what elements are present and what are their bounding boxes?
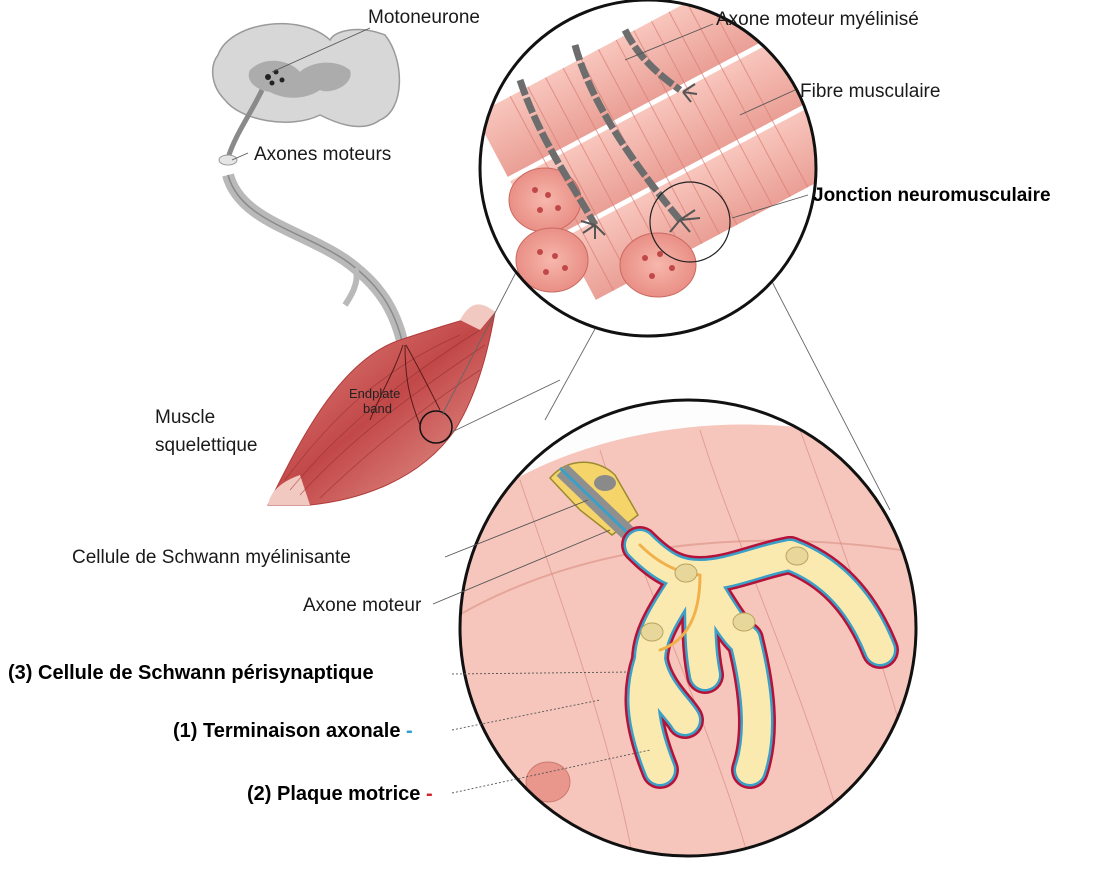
junction-detail-zoom — [420, 400, 960, 865]
label-jonction-neuromusculaire: Jonction neuromusculaire — [813, 186, 1051, 205]
muscle-fiber-zoom — [475, 0, 878, 336]
label-axone-moteur: Axone moteur — [303, 596, 421, 615]
label-muscle-line1: Muscle — [155, 408, 215, 427]
label-endplate-line2: band — [363, 402, 392, 416]
terminaison-axonale-marker: - — [406, 720, 413, 742]
label-motoneurone: Motoneurone — [368, 8, 480, 27]
terminaison-axonale-text: (1) Terminaison axonale — [173, 720, 400, 742]
motor-nerve — [219, 90, 403, 345]
plaque-motrice-text: (2) Plaque motrice — [247, 783, 420, 805]
label-cellule-schwann-myelinisante: Cellule de Schwann myélinisante — [72, 548, 351, 567]
label-axone-moteur-myelinise: Axone moteur myélinisé — [716, 10, 919, 29]
label-plaque-motrice: (2) Plaque motrice - — [247, 784, 433, 804]
label-axones-moteurs: Axones moteurs — [254, 145, 391, 164]
label-terminaison-axonale: (1) Terminaison axonale - — [173, 721, 413, 741]
label-muscle-line2: squelettique — [155, 436, 257, 455]
plaque-motrice-marker: - — [426, 783, 433, 805]
label-endplate-line1: Endplate — [349, 387, 400, 401]
spinal-cord-section — [213, 24, 400, 127]
label-cellule-schwann-perisynaptique: (3) Cellule de Schwann périsynaptique — [8, 663, 374, 683]
label-fibre-musculaire: Fibre musculaire — [800, 82, 940, 101]
